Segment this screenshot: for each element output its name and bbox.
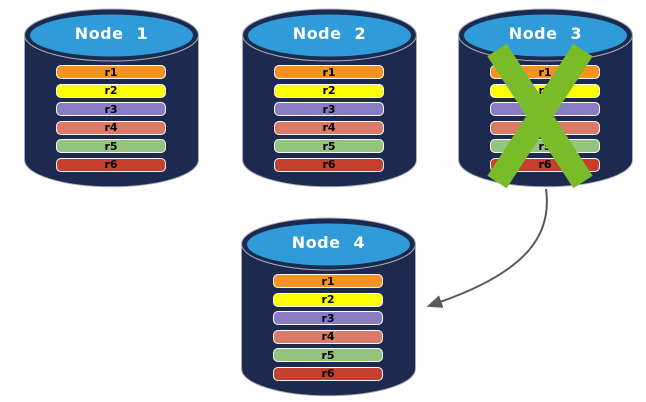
record-list: r1 r2 r3 r4 r5 r6 bbox=[490, 65, 600, 176]
node-title: Node 1 bbox=[74, 24, 149, 43]
record-r2: r2 bbox=[490, 83, 600, 98]
record-label: r2 bbox=[104, 84, 118, 97]
record-label: r4 bbox=[321, 330, 335, 343]
record-r6: r6 bbox=[273, 366, 383, 381]
record-r1: r1 bbox=[56, 65, 166, 79]
record-label: r2 bbox=[322, 84, 336, 97]
record-list: r1 r2 r3 r4 r5 r6 bbox=[56, 65, 166, 176]
record-label: r3 bbox=[104, 102, 118, 116]
record-label: r5 bbox=[322, 139, 336, 153]
record-label: r2 bbox=[321, 293, 335, 306]
record-list: r1 r2 r3 r4 r5 r6 bbox=[274, 65, 384, 176]
record-r6: r6 bbox=[56, 157, 166, 172]
node-title: Node 4 bbox=[291, 233, 366, 252]
node-2: Node 2 r1 r2 r3 r4 r5 r6 bbox=[241, 8, 418, 188]
record-label: r3 bbox=[538, 102, 552, 116]
record-r4: r4 bbox=[274, 120, 384, 135]
record-label: r3 bbox=[321, 311, 335, 325]
record-r5: r5 bbox=[274, 139, 384, 153]
record-r3: r3 bbox=[490, 102, 600, 116]
record-r3: r3 bbox=[273, 311, 383, 325]
record-label: r1 bbox=[538, 65, 552, 79]
record-label: r6 bbox=[321, 367, 335, 380]
node-3: Node 3 r1 r2 r3 r4 r5 r6 bbox=[457, 8, 634, 188]
record-list: r1 r2 r3 r4 r5 r6 bbox=[273, 274, 383, 385]
record-label: r4 bbox=[538, 121, 552, 134]
record-r1: r1 bbox=[274, 65, 384, 79]
record-label: r6 bbox=[104, 158, 118, 171]
record-r6: r6 bbox=[274, 157, 384, 172]
record-label: r5 bbox=[538, 139, 552, 153]
record-label: r1 bbox=[321, 274, 335, 288]
record-r1: r1 bbox=[273, 274, 383, 288]
record-r3: r3 bbox=[56, 102, 166, 116]
record-label: r1 bbox=[322, 65, 336, 79]
record-label: r5 bbox=[321, 348, 335, 362]
record-label: r6 bbox=[322, 158, 336, 171]
record-r5: r5 bbox=[490, 139, 600, 153]
record-label: r5 bbox=[104, 139, 118, 153]
record-r1: r1 bbox=[490, 65, 600, 79]
record-label: r4 bbox=[104, 121, 118, 134]
record-label: r6 bbox=[538, 158, 552, 171]
record-r2: r2 bbox=[274, 83, 384, 98]
record-r3: r3 bbox=[274, 102, 384, 116]
record-label: r3 bbox=[322, 102, 336, 116]
node-4: Node 4 r1 r2 r3 r4 r5 r6 bbox=[240, 217, 417, 397]
record-r2: r2 bbox=[273, 292, 383, 307]
node-title: Node 3 bbox=[508, 24, 583, 43]
record-r4: r4 bbox=[490, 120, 600, 135]
node-title: Node 2 bbox=[292, 24, 367, 43]
node-1: Node 1 r1 r2 r3 r4 r5 r6 bbox=[23, 8, 200, 188]
record-r6: r6 bbox=[490, 157, 600, 172]
record-label: r2 bbox=[538, 84, 552, 97]
record-r5: r5 bbox=[273, 348, 383, 362]
record-r4: r4 bbox=[273, 329, 383, 344]
record-r5: r5 bbox=[56, 139, 166, 153]
record-label: r1 bbox=[104, 65, 118, 79]
record-r2: r2 bbox=[56, 83, 166, 98]
record-label: r4 bbox=[322, 121, 336, 134]
record-r4: r4 bbox=[56, 120, 166, 135]
